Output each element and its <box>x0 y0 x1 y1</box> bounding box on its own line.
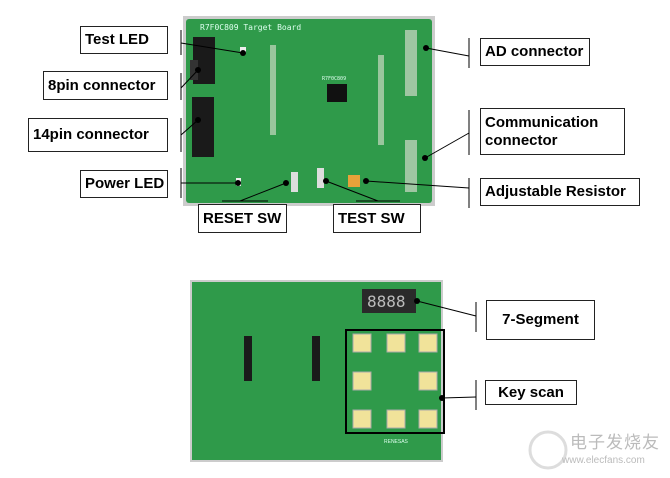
ad-connector-header <box>405 30 417 96</box>
keypad-keys <box>352 333 438 429</box>
comm-connector-header <box>405 140 417 192</box>
label-communication-connector: Communication connector <box>480 108 625 155</box>
label-adjustable-resistor: Adjustable Resistor <box>480 178 640 206</box>
test-switch <box>317 168 324 188</box>
top-board-title: R7F0C809 Target Board <box>200 23 301 32</box>
pin-header-left <box>270 45 276 135</box>
mcu-chip <box>327 84 347 102</box>
brand-silkscreen: RENESAS <box>384 439 409 445</box>
seven-segment-digits: 8888 <box>367 292 406 311</box>
key-scan-frame <box>345 329 445 434</box>
label-power-led: Power LED <box>80 170 168 198</box>
label-8pin-connector: 8pin connector <box>43 71 168 100</box>
label-key-scan: Key scan <box>485 380 577 405</box>
watermark-logo-icon <box>528 430 568 470</box>
label-14pin-connector: 14pin connector <box>28 118 168 152</box>
seven-segment-display <box>362 289 416 313</box>
connector-left <box>244 336 252 381</box>
adjustable-resistor <box>348 175 360 187</box>
14pin-connector <box>192 97 214 157</box>
dot-keyscan <box>439 395 445 401</box>
leader-lines-top <box>180 30 470 208</box>
8pin-housing <box>190 60 198 80</box>
reset-switch <box>291 172 298 192</box>
label-test-sw: TEST SW <box>333 204 421 233</box>
label-reset-sw: RESET SW <box>198 204 287 233</box>
connector-right <box>312 336 320 381</box>
dot-7seg <box>414 298 420 304</box>
watermark-url: www.elecfans.com <box>562 455 645 466</box>
pin-header-right <box>378 55 384 145</box>
watermark-text: 电子发烧友 <box>570 433 660 452</box>
leader-lines-bottom <box>416 300 477 410</box>
label-7-segment: 7-Segment <box>486 300 595 340</box>
label-ad-connector: AD connector <box>480 38 590 66</box>
label-test-led: Test LED <box>80 26 168 54</box>
top-board-pcb <box>186 19 432 203</box>
chip-label: R7F0C809 <box>322 76 346 82</box>
leader-dots-top <box>195 45 429 186</box>
